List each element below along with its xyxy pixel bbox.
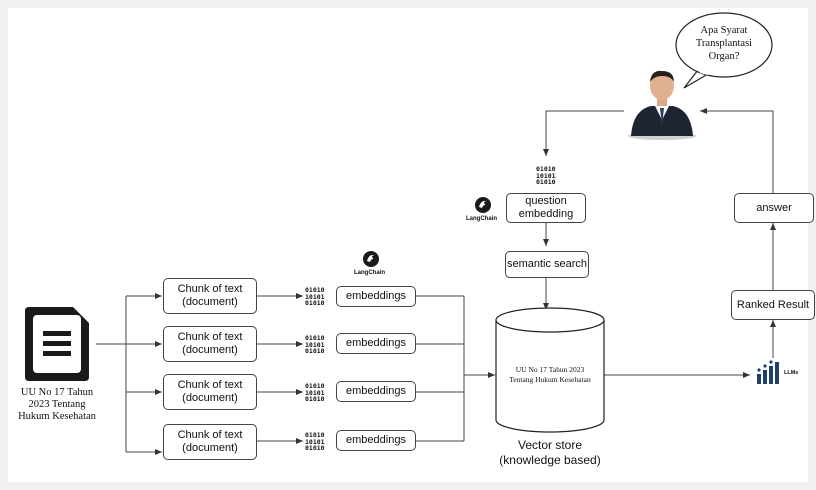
doc-label-line-3: Hukum Kesehatan [18, 411, 96, 422]
db-text-line-2: Tentang Hukum Kesehatan [509, 375, 591, 384]
embeddings-box-4: embeddings [336, 430, 416, 451]
embeddings-box-1: embeddings [336, 286, 416, 307]
semantic-search-box: semantic search [505, 251, 589, 278]
langchain-parrot-icon [362, 250, 380, 268]
embeddings-box-3: embeddings [336, 381, 416, 402]
binary-icon-4: 01010 10101 01010 [305, 431, 325, 452]
vector-store-db-text: UU No 17 Tahun 2023 Tentang Hukum Keseha… [498, 365, 602, 385]
doc-label-line-1: UU No 17 Tahun [20, 387, 94, 398]
llm-label: LLMs [784, 370, 799, 376]
businessman-avatar-icon [627, 66, 697, 140]
embeddings-box-2: embeddings [336, 333, 416, 354]
binary-icon-3: 01010 10101 01010 [305, 382, 325, 403]
answer-to-user [700, 108, 774, 193]
langchain-label-question: LangChain [466, 216, 497, 222]
langchain-parrot-icon-question [474, 196, 492, 214]
langchain-label-embeddings: LangChain [354, 270, 385, 276]
vector-store-cylinder [495, 307, 605, 433]
llm-bar-chart-icon [755, 358, 783, 386]
question-embedding-box: question embedding [506, 193, 586, 223]
chunk-box-4: Chunk of text (document) [163, 424, 257, 460]
binary-icon-2: 01010 10101 01010 [305, 334, 325, 355]
diagram-canvas: UU No 17 Tahun 2023 Tentang Hukum Keseha… [8, 8, 815, 482]
chunk-box-3: Chunk of text (document) [163, 374, 257, 410]
binary-icon-1: 01010 10101 01010 [305, 286, 325, 307]
db-text-line-1: UU No 17 Tahun 2023 [515, 365, 585, 374]
vector-store-label: Vector store (knowledge based) [499, 438, 601, 467]
answer-box: answer [734, 193, 814, 223]
chunk-box-1: Chunk of text (document) [163, 278, 257, 314]
binary-icon-question: 01010 10101 01010 [536, 165, 556, 186]
user-to-question [543, 110, 624, 156]
speech-bubble [675, 12, 773, 89]
ranked-result-box: Ranked Result [731, 290, 815, 320]
chunk-box-2: Chunk of text (document) [163, 326, 257, 362]
source-document-label: UU No 17 Tahun 2023 Tentang Hukum Keseha… [8, 387, 106, 423]
doc-label-line-2: 2023 Tentang [28, 399, 86, 410]
document-icon [21, 305, 93, 383]
question-bubble-text: Apa Syarat Transplantasi Organ? [695, 25, 753, 62]
connectors [96, 12, 776, 455]
